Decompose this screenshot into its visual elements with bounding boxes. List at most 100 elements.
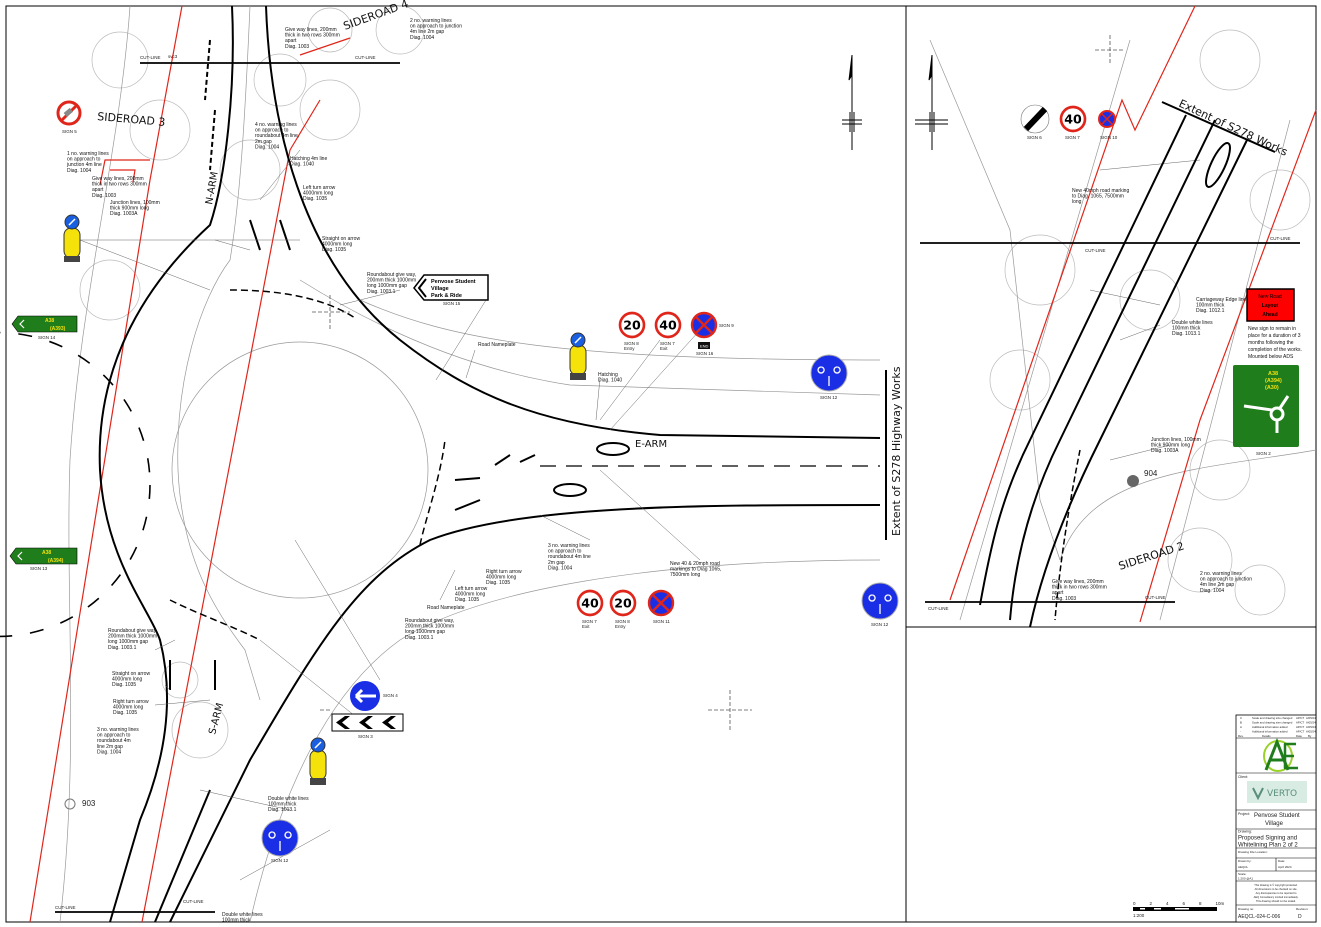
sign-label: SIGN 3 — [358, 734, 373, 739]
sign-4-keep-left: SIGN 4 — [350, 681, 398, 711]
annotation-line: markings to Diag 1065, — [670, 567, 721, 573]
annotation-note: Roundabout give way,200mm thick 1000mmlo… — [405, 618, 454, 641]
annotation-line: 200mm thick 1000mm — [405, 624, 454, 630]
annotation-line: Left turn arrow — [303, 185, 336, 191]
annotation-line: junction 4m line — [66, 162, 102, 168]
revision-label: Revision: — [1296, 907, 1309, 911]
end-plate — [698, 342, 710, 349]
annotation-line: Junction lines, 100mm — [110, 200, 160, 206]
cut-line-label: CUT-LINE — [1145, 595, 1166, 600]
survey-marker-icon — [64, 798, 76, 810]
illuminated-bollard-icon — [569, 332, 587, 380]
annotation-line: Diag. 1003.1 — [367, 289, 396, 295]
sign-sublabel: Exit — [582, 624, 590, 629]
extent-of-works-label: Extent of S278 Highway Works — [890, 366, 903, 536]
sign-label: SIGN 7 — [582, 619, 597, 624]
annotation-line: Carriageway Edge line — [1196, 297, 1247, 303]
sideroad-3-label: SIDEROAD 3 — [97, 110, 166, 129]
annotation-line: Diag. 1004 — [410, 35, 434, 41]
sign-text: A38 — [45, 318, 54, 324]
sign-5-prohibition: SIGN 5 — [56, 100, 82, 134]
annotation-line: Straight on arrow — [112, 671, 150, 677]
sign-sublabel: Entry — [624, 346, 635, 351]
sign-text: (A394) — [1265, 378, 1282, 384]
sign-label: SIGN 8 — [624, 341, 639, 346]
sign-label: SIGN 4 — [383, 693, 398, 698]
chevron-left-icon — [19, 319, 25, 329]
sign-label: SIGN 5 — [62, 129, 77, 134]
rev-header: By — [1308, 734, 1312, 738]
revision-date: AP/CT — [1296, 730, 1305, 734]
annotation-line: Diag. 1003A — [1151, 448, 1179, 454]
scale-ratio: 1:200 — [1133, 913, 1145, 918]
annotation-line: on approach to — [548, 549, 582, 555]
cut-lines: CUT-LINE CUT-LINE CUT-LINE CUT-LINE CUT-… — [55, 55, 1300, 913]
shared-use-sign-icon: SIGN 12 — [810, 354, 848, 400]
annotation-line: roundabout 4m line, — [255, 133, 299, 139]
cut-line-label: CUT-LINE — [355, 55, 376, 60]
revision-details: Additional information added — [1252, 730, 1288, 734]
annotation-line: thick in two rows 300mm — [92, 182, 147, 188]
scale-tick-label: 8 — [1199, 901, 1202, 906]
project-name: Village — [1265, 821, 1284, 827]
sign-label: SIGN 7 — [660, 341, 675, 346]
annotation-note: Roundabout give way,200mm thick 1000mmlo… — [108, 628, 157, 651]
cut-line-label: CUT-LINE — [183, 899, 204, 904]
sign-sublabel: Exit — [660, 346, 668, 351]
annotation-line: Diag. 1035 — [455, 597, 479, 603]
sign-6-national-limit: SIGN 6 — [1020, 104, 1050, 140]
rev-header: Details — [1262, 734, 1271, 738]
sign-3-chevron: SIGN 3 — [331, 713, 404, 739]
annotation-line: 200mm thick 1000mm — [367, 278, 416, 284]
sign-sublabel: Entry — [615, 624, 626, 629]
annotation-note: Roundabout give way,200mm thick 1000mmlo… — [367, 272, 416, 295]
annotation-line: 4000mm long — [486, 575, 517, 581]
annotation-line: Diag. 1035 — [113, 710, 137, 716]
annotation-line: Diag. 1004 — [548, 565, 572, 571]
annotation-line: 3 no. warning lines — [97, 727, 139, 733]
drawing-title: Proposed Signing and — [1238, 836, 1297, 842]
note-line: Mounted below ADS — [1248, 354, 1294, 360]
annotation-line: Diag. 1003 — [1052, 596, 1076, 602]
annotation-line: Diag. 1003.1 — [405, 635, 434, 641]
cut-line-label: CUT-LINE — [928, 606, 949, 611]
sheet-border — [5, 5, 1317, 923]
revision-date: AP/CT — [1296, 716, 1305, 720]
annotation-line: Road Nameplate — [478, 342, 516, 348]
sign-text: (A394) — [48, 558, 64, 564]
sign-label: SIGN 8 — [615, 619, 630, 624]
sign-text: Layout — [1262, 303, 1279, 309]
annotation-line: on approach to — [255, 128, 289, 134]
annotation-line: Left turn arrow — [455, 586, 488, 592]
annotation-line: roundabout 4m — [97, 738, 131, 744]
revision-code: - — [1240, 730, 1241, 734]
revision-date: AP/CT — [1296, 725, 1305, 729]
sign-text: Park & Ride — [431, 293, 462, 299]
note-line: New sign to remain in — [1248, 326, 1296, 332]
trees — [79, 5, 1311, 759]
speed-limit-value: 40 — [659, 318, 677, 333]
cut-line-label: CUT-LINE — [140, 55, 161, 60]
revision-code: C — [1240, 716, 1242, 720]
annotation-line: Diag. 1004 — [67, 168, 91, 174]
annotation-line: 2 no. warning lines — [410, 18, 452, 24]
revision-details: Scale and drawing size changed — [1252, 716, 1293, 720]
existing-features — [59, 5, 1317, 923]
annotation-line: New 40 & 20mph road — [670, 561, 720, 567]
revision-code: A — [1240, 725, 1242, 729]
revision-by: A/05/24 — [1306, 716, 1316, 720]
annotation-line: thick 900mm long — [110, 206, 149, 212]
annotation-line: Diag. 1003.1 — [108, 645, 137, 651]
scale: 1:200 @A1 — [1238, 877, 1253, 881]
shared-use-sign-icon: SIGN 12 — [261, 819, 299, 863]
annotation-line: Give way lines, 200mm — [1052, 579, 1104, 585]
